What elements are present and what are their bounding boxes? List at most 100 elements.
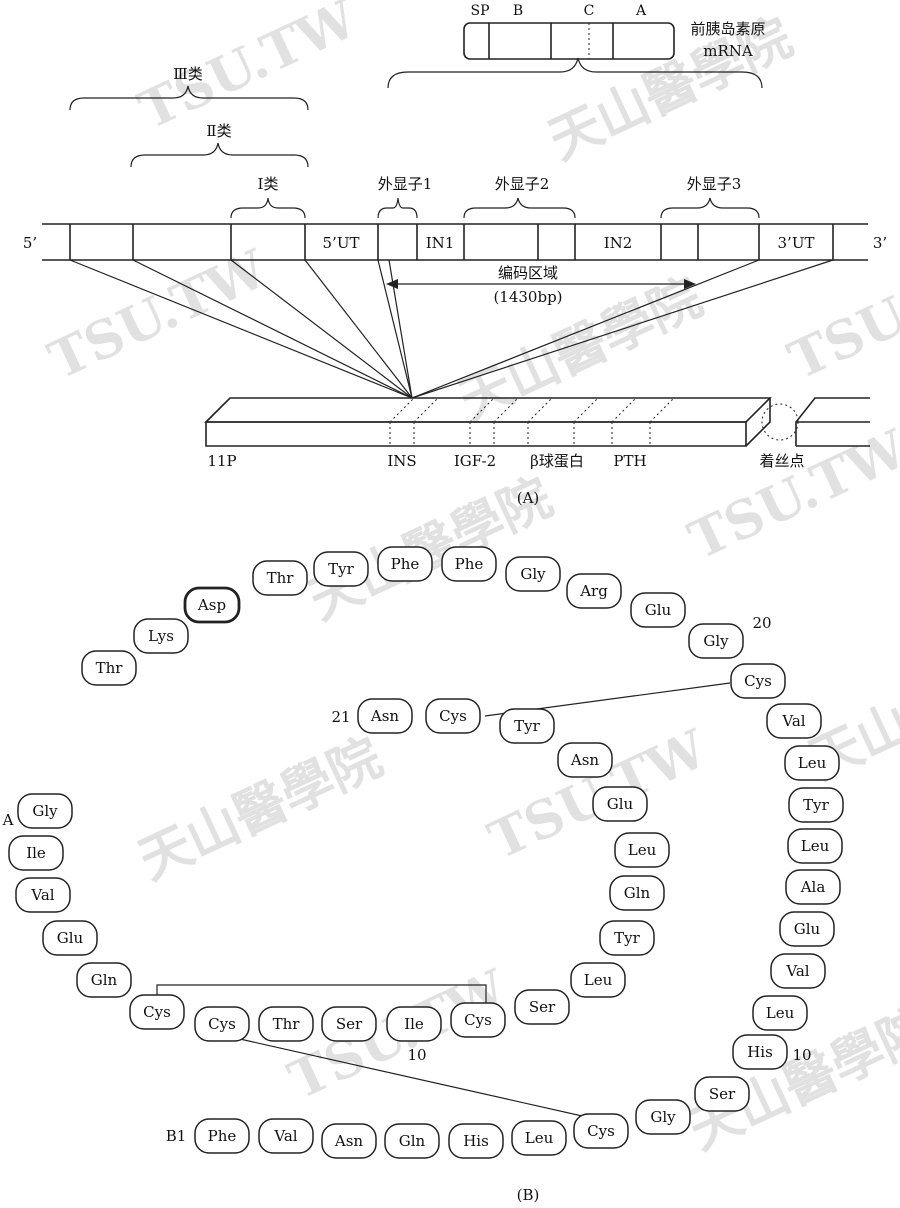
watermark-text: TSU.TW [680, 418, 900, 572]
residue-label: Val [781, 712, 805, 730]
residue-label: Tyr [514, 717, 540, 735]
mrna-segment-b: B [513, 3, 523, 19]
residue-asn: Asn [357, 698, 413, 734]
residue-val: Val [766, 703, 822, 739]
exon-3-brace [660, 197, 760, 219]
residue-label: Asp [197, 596, 226, 614]
residue-tyr: Tyr [599, 920, 655, 956]
coding-region-label: 编码区域 [498, 264, 558, 282]
residue-label: Cys [143, 1003, 171, 1021]
residue-label: Cys [587, 1122, 615, 1140]
residue-cys: Cys [730, 663, 786, 699]
residue-label: Leu [798, 754, 827, 772]
residue-val: Val [770, 953, 826, 989]
residue-gly: Gly [505, 556, 561, 592]
exon-3-label: 外显子3 [687, 175, 742, 193]
mrna-label-sub: mRNA [703, 42, 753, 60]
utr-5-label: 5’UT [323, 234, 360, 252]
residue-thr: Thr [81, 650, 137, 686]
intron-1-label: IN1 [426, 234, 455, 252]
residue-leu: Leu [511, 1120, 567, 1156]
residue-gln: Gln [76, 962, 132, 998]
residue-leu: Leu [787, 828, 843, 864]
residue-label: Gln [624, 884, 651, 902]
residue-label: Thr [273, 1015, 301, 1033]
residue-label: Glu [57, 929, 84, 947]
gene-5-prime-end: 5’ [23, 234, 37, 252]
residue-label: Asn [570, 751, 600, 769]
residue-ile: Ile [386, 1006, 442, 1042]
class-3-brace [69, 85, 309, 111]
residue-label: Gly [703, 632, 729, 650]
residue-gly: Gly [688, 623, 744, 659]
residue-label: Gly [650, 1108, 676, 1126]
panel-b-label: (B) [517, 1186, 540, 1204]
utr-3-label: 3’UT [778, 234, 815, 252]
residue-label: Phe [455, 555, 484, 573]
chromosome-label-beta-globin: β球蛋白 [530, 452, 584, 470]
a-chain-label: A [2, 811, 14, 829]
residue-label: Gln [91, 971, 118, 989]
residue-glu: Glu [630, 592, 686, 628]
chromosome-label-igf2: IGF-2 [454, 452, 496, 470]
residue-ala: Ala [785, 869, 841, 905]
residue-label: Val [785, 962, 809, 980]
residue-gly: Gly [635, 1099, 691, 1135]
residue-label: Glu [645, 601, 672, 619]
exon-1-label: 外显子1 [378, 175, 433, 193]
residue-cys: Cys [450, 1002, 506, 1038]
residue-val: Val [258, 1118, 314, 1154]
residue-ser: Ser [514, 989, 570, 1025]
residue-label: Ser [529, 998, 556, 1016]
residue-label: Glu [607, 795, 634, 813]
class-3-label: Ⅲ类 [173, 65, 202, 83]
class-1-label: Ⅰ类 [258, 175, 279, 193]
residue-cys: Cys [425, 698, 481, 734]
exon-1-brace [377, 197, 418, 219]
residue-ser: Ser [694, 1076, 750, 1112]
residue-his: His [448, 1123, 504, 1159]
mrna-gene-brace [387, 57, 763, 89]
residue-label: Gly [520, 565, 546, 583]
residue-label: Leu [766, 1004, 795, 1022]
residue-phe: Phe [441, 546, 497, 582]
chromosome-11 [204, 397, 870, 447]
chromosome-label-pth: PTH [613, 452, 646, 470]
residue-phe: Phe [194, 1118, 250, 1154]
residue-label: Leu [628, 841, 657, 859]
residue-number-21: 21 [331, 708, 350, 726]
residue-tyr: Tyr [499, 708, 555, 744]
a-chain-number-10: 10 [407, 1046, 426, 1064]
residue-label: Cys [464, 1011, 492, 1029]
residue-label: Cys [439, 707, 467, 725]
residue-label: Arg [579, 582, 608, 600]
watermark-text: 天山醫學院 [450, 267, 711, 432]
residue-cys: Cys [573, 1113, 629, 1149]
residue-phe: Phe [377, 546, 433, 582]
chromosome-label-ins: INS [387, 452, 416, 470]
residue-leu: Leu [752, 995, 808, 1031]
residue-label: Asn [334, 1132, 364, 1150]
residue-label: Gln [399, 1132, 426, 1150]
watermark-text: TSU.TW [780, 238, 900, 392]
gene-3-prime-end: 3’ [873, 234, 887, 252]
residue-asp: Asp [183, 586, 241, 624]
residue-leu: Leu [614, 832, 670, 868]
residue-label: Lys [148, 627, 174, 645]
residue-cys: Cys [129, 994, 185, 1030]
class-2-brace [130, 142, 309, 168]
residue-leu: Leu [784, 745, 840, 781]
residue-label: Cys [744, 672, 772, 690]
residue-tyr: Tyr [788, 787, 844, 823]
watermark-text: TSU.TW [130, 0, 368, 142]
residue-glu: Glu [592, 786, 648, 822]
mrna-label: 前胰岛素原 [690, 20, 765, 38]
exon-2-brace [463, 197, 576, 219]
residue-ser: Ser [321, 1006, 377, 1042]
residue-label: Ser [709, 1085, 736, 1103]
residue-gln: Gln [609, 875, 665, 911]
residue-label: Tyr [614, 929, 640, 947]
residue-label: Tyr [328, 560, 354, 578]
